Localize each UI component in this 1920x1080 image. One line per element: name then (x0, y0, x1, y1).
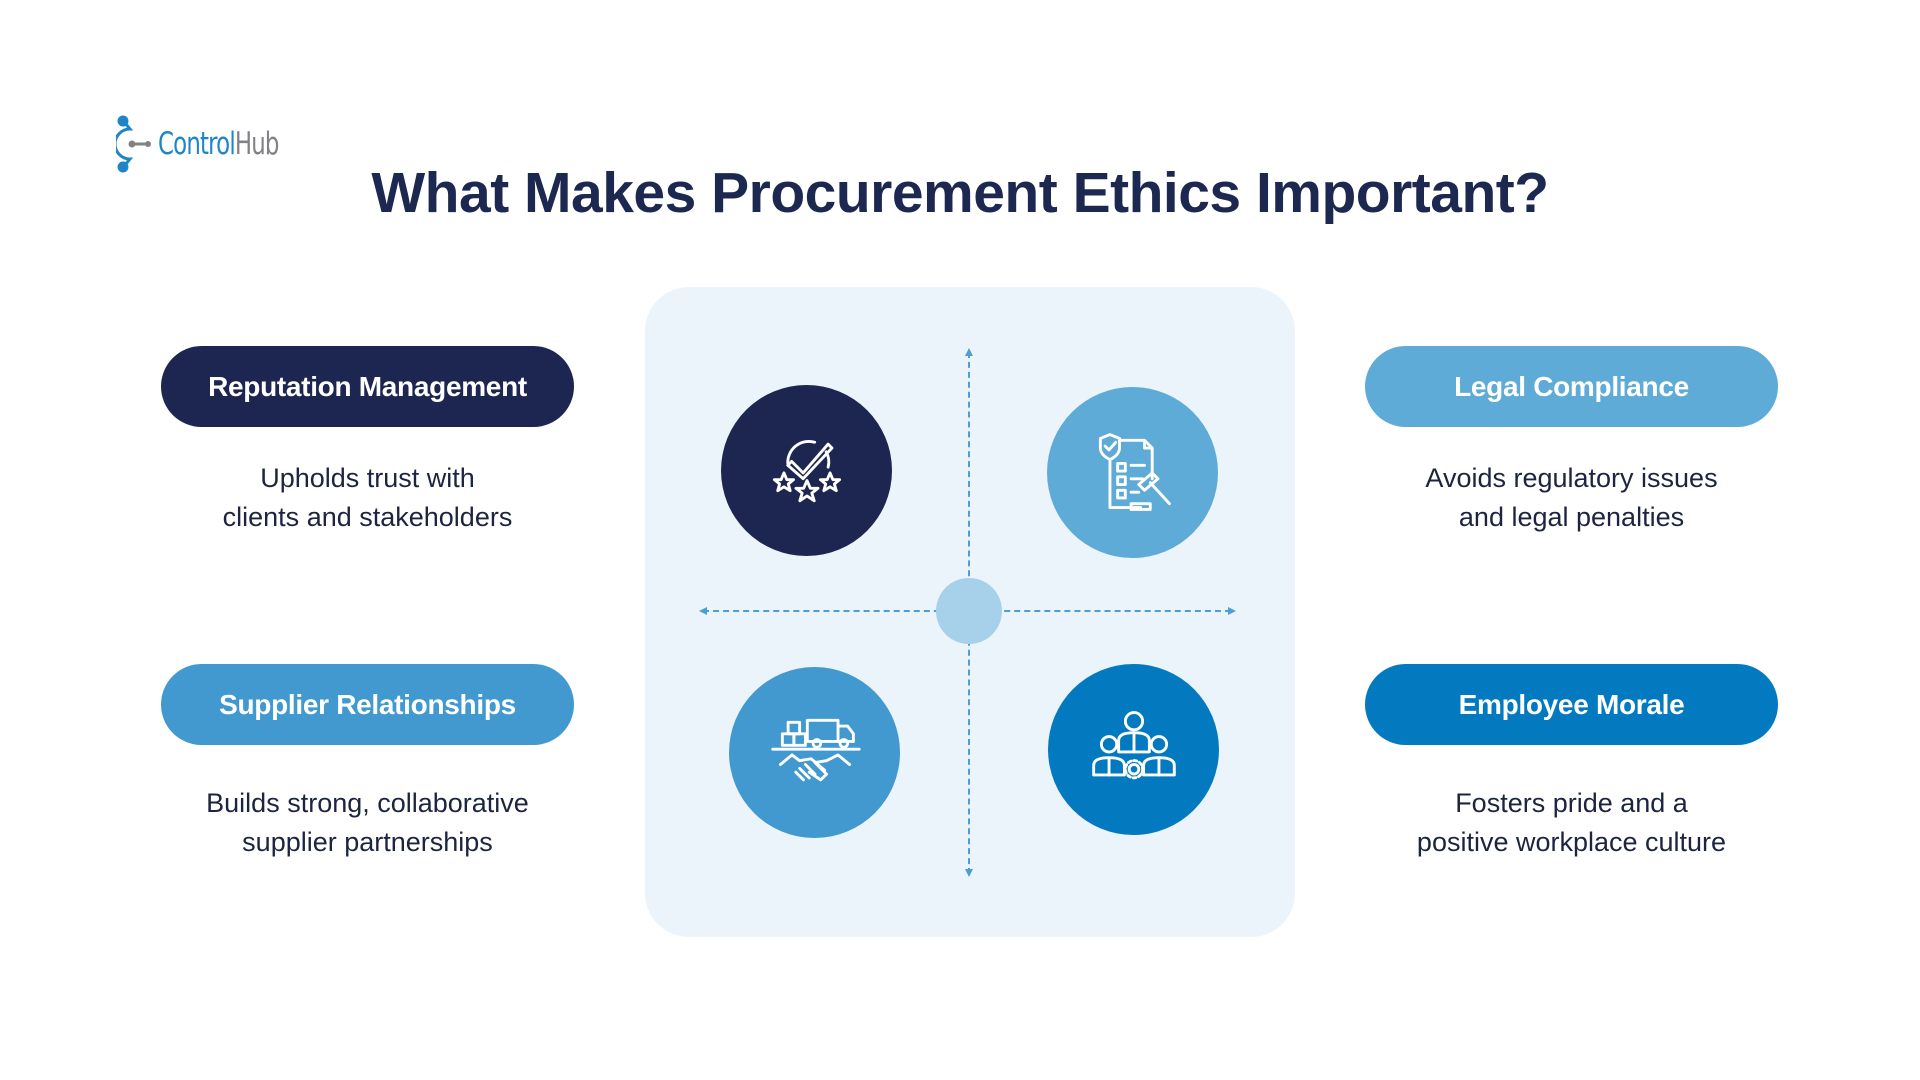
center-hub (936, 578, 1002, 644)
handshake-delivery-icon (770, 718, 861, 781)
legal-checklist-gavel-icon (1098, 432, 1171, 511)
reputation-icon-circle (721, 385, 892, 556)
desc-line: and legal penalties (1458, 502, 1685, 532)
desc-line: supplier partnerships (242, 827, 493, 857)
desc-reputation-management: Upholds trust with clients and stakehold… (161, 459, 574, 537)
team-people-icon (1091, 710, 1176, 779)
desc-line: Builds strong, collaborative (206, 788, 529, 818)
desc-line: Fosters pride and a (1455, 788, 1688, 818)
logo-word-hub: Hub (234, 126, 280, 162)
check-stars-icon (772, 439, 841, 502)
logo-wordmark: ControlHub (158, 126, 279, 162)
pill-employee-morale: Employee Morale (1365, 664, 1778, 745)
pill-supplier-relationships: Supplier Relationships (161, 664, 574, 745)
desc-line: clients and stakeholders (222, 502, 513, 532)
legal-icon-circle (1047, 387, 1218, 558)
supplier-icon-circle (729, 667, 900, 838)
pill-reputation-management: Reputation Management (161, 346, 574, 427)
desc-line: positive workplace culture (1416, 827, 1727, 857)
employee-icon-circle (1048, 664, 1219, 835)
page-title: What Makes Procurement Ethics Important? (371, 161, 1549, 225)
desc-employee-morale: Fosters pride and a positive workplace c… (1365, 784, 1778, 862)
desc-line: Avoids regulatory issues (1425, 463, 1718, 493)
controlhub-logo: ControlHub (116, 114, 316, 174)
desc-legal-compliance: Avoids regulatory issues and legal penal… (1365, 459, 1778, 537)
desc-supplier-relationships: Builds strong, collaborative supplier pa… (161, 784, 574, 862)
logo-molecule-icon (116, 115, 151, 173)
pill-legal-compliance: Legal Compliance (1365, 346, 1778, 427)
desc-line: Upholds trust with (260, 463, 475, 493)
logo-word-control: Control (158, 126, 236, 162)
